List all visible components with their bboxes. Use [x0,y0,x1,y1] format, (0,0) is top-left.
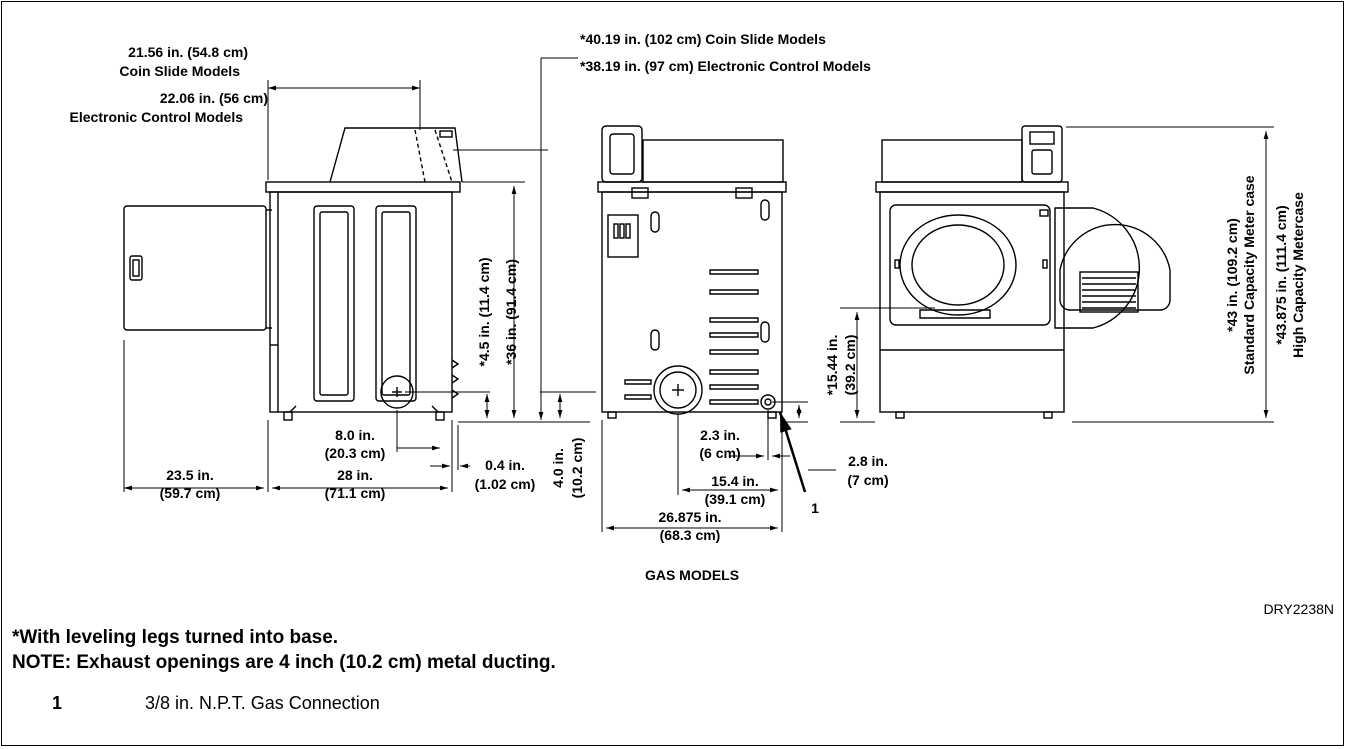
dimension-labels: 21.56 in. (54.8 cm) Coin Slide Models 22… [70,31,1334,617]
side-cabinet [269,191,453,413]
legend-number: 1 [52,693,63,713]
label-side-depth-elec-b: Electronic Control Models [70,109,244,125]
label-leg-offset-a: 0.4 in. [485,457,525,473]
label-exhaust-center-a: 15.4 in. [711,473,758,489]
side-view-dryer [123,127,463,421]
label-exhaust-height: *4.5 in. (11.4 cm) [476,258,492,367]
label-door-depth-a: 23.5 in. [166,467,213,483]
callout-1: 1 [811,500,819,516]
label-hc-height-b: High Capacity Metercase [1290,192,1306,358]
label-cabinet-height: *36 in. (91.4 cm) [503,259,519,365]
label-cabinet-depth-a: 28 in. [337,467,373,483]
label-door-depth-b: (59.7 cm) [160,485,221,501]
label-side-depth-coin-b: Coin Slide Models [119,63,240,79]
label-side-depth-coin-a: 21.56 in. (54.8 cm) [128,44,248,60]
label-gas-offset-b: (6 cm) [699,445,740,461]
side-view-dimensions [123,57,590,492]
label-leg-offset-b: (1.02 cm) [475,476,536,492]
note-exhaust: NOTE: Exhaust openings are 4 inch (10.2 … [12,652,556,673]
label-gas-height-b: (7 cm) [847,472,888,488]
label-exhaust-offset-b: (20.3 cm) [325,445,386,461]
figure-id: DRY2238N [1263,601,1334,617]
side-door-panel [123,205,267,331]
label-std-height-b: Standard Capacity Meter case [1241,175,1257,374]
legend-text: 3/8 in. N.P.T. Gas Connection [145,693,380,713]
label-exhaust-offset-a: 8.0 in. [335,427,375,443]
label-side-depth-elec-a: 22.06 in. (56 cm) [160,90,268,106]
label-height-coin: *40.19 in. (102 cm) Coin Slide Models [580,31,826,47]
front-view-dryer [875,125,1171,419]
rear-view-dryer [597,125,787,419]
rear-view-dimensions [540,391,836,532]
label-height-elec: *38.19 in. (97 cm) Electronic Control Mo… [580,58,871,74]
label-exhaust-center-b: (39.1 cm) [705,491,766,507]
section-title: GAS MODELS [645,567,739,583]
label-hc-height-a: *43.875 in. (111.4 cm) [1273,205,1289,344]
front-cabinet [879,191,1065,413]
front-view-dimensions [840,126,1274,423]
label-door-height-a: *15.44 in. [824,335,840,396]
label-gas-offset-a: 2.3 in. [700,427,740,443]
label-width-a: 26.875 in. [658,509,721,525]
note-leveling: *With leveling legs turned into base. [12,627,339,648]
label-door-height-b: (39.2 cm) [842,335,858,396]
label-rear-exhaust-height-a: 4.0 in. [550,448,566,488]
label-gas-height-a: 2.8 in. [848,453,888,469]
label-rear-exhaust-height-b: (10.2 cm) [569,438,585,499]
label-cabinet-depth-b: (71.1 cm) [325,485,386,501]
label-width-b: (68.3 cm) [660,527,721,543]
label-std-height-a: *43 in. (109.2 cm) [1224,218,1240,332]
